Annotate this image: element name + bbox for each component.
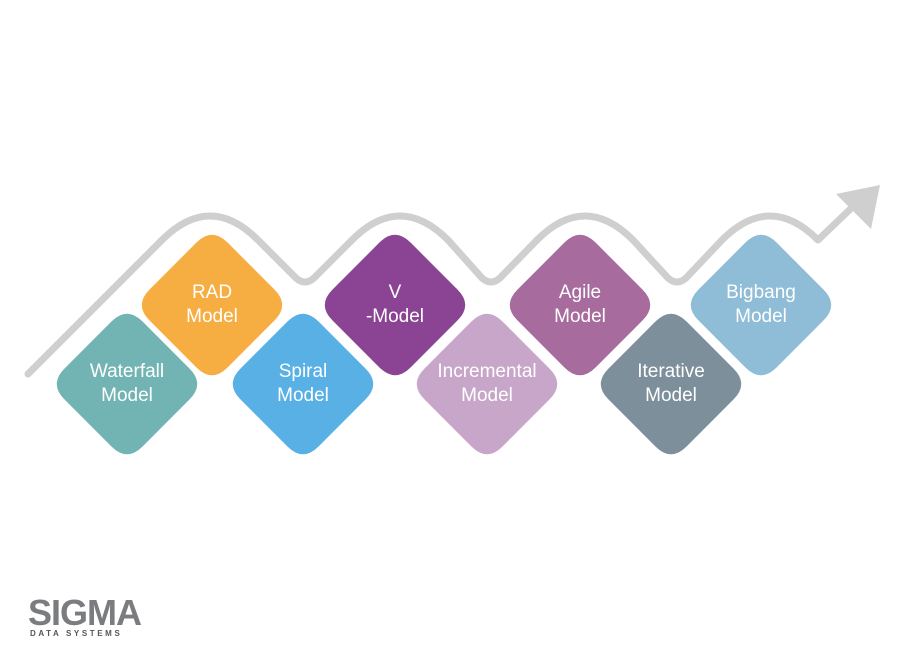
wave-line [24,192,868,378]
tile-label-line1: Bigbang [726,282,796,303]
sigma-logo: SIGMA DATA SYSTEMS [28,592,143,638]
tile-rad: RAD Model [141,234,283,376]
wave-arrow [24,185,880,378]
tile-label-line1: Agile [559,282,601,303]
tile-label-line1: Incremental [437,361,536,382]
arrow-head-icon [836,185,880,229]
tile-shape [232,313,374,455]
tile-label-line1: V [389,282,402,303]
tile-label-line2: Model [735,306,787,327]
logo-tagline: DATA SYSTEMS [30,629,122,638]
tile-label-line2: -Model [366,306,424,327]
tile-label-line2: Model [554,306,606,327]
tile-label-line2: Model [186,306,238,327]
tile-shape [690,234,832,376]
tile-label-line2: Model [277,385,329,406]
tile-label-line2: Model [101,385,153,406]
tile-label-line1: RAD [192,282,232,303]
tile-v-model: V -Model [324,234,466,376]
logo-wordmark: SIGMA [28,592,142,633]
tile-label-line2: Model [461,385,513,406]
tile-label-line1: Spiral [279,361,328,382]
tile-shape [509,234,651,376]
tile-shape [324,234,466,376]
tile-label-line2: Model [645,385,697,406]
tile-shape [56,313,198,455]
model-tiles: WaterfallModelRADModelSpiralModelV-Model… [56,234,832,455]
tile-shape [600,313,742,455]
tile-label-line1: Waterfall [90,361,164,382]
tile-shape [141,234,283,376]
tile-shape [416,313,558,455]
tile-label-line1: Iterative [637,361,705,382]
